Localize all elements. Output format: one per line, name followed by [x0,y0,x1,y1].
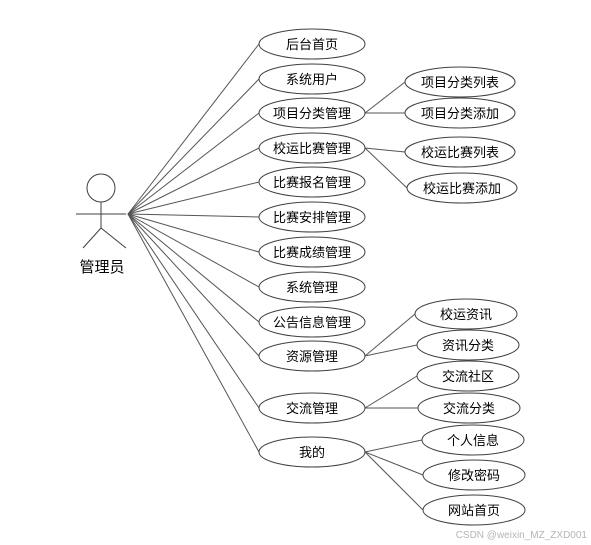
sub-use-case: 校运比赛添加 [406,172,518,204]
actor-to-use-case-line [127,213,260,453]
actor-to-use-case-line [127,213,260,357]
use-case-ellipse [258,340,366,372]
sub-use-case: 资讯分类 [416,329,520,361]
sub-use-case-ellipse [422,459,526,491]
actor-left-leg [82,227,102,249]
sub-use-case: 校运资讯 [414,298,518,330]
sub-use-case: 修改密码 [422,459,526,491]
sub-use-case-label: 资讯分类 [442,339,494,354]
sub-use-case-label: 校运资讯 [440,307,492,323]
use-case-ellipse [258,28,366,60]
sub-use-case-ellipse [414,298,518,330]
use-case-label: 系统管理 [286,281,338,296]
use-case: 校运比赛管理 [258,132,366,164]
sub-use-case-ellipse [422,494,526,526]
use-case: 系统管理 [258,271,366,303]
use-case-ellipse [258,97,366,129]
sub-use-case: 项目分类添加 [404,97,516,129]
sub-use-case: 网站首页 [422,494,526,526]
use-case-to-subcase-line [364,451,424,511]
sub-use-case: 交流分类 [417,392,521,424]
use-case-label: 系统用户 [286,72,338,88]
use-case: 交流管理 [258,392,366,424]
actor-to-use-case-line [127,147,260,215]
use-case: 项目分类管理 [258,97,366,129]
sub-use-case-label: 个人信息 [447,433,499,449]
use-case-ellipse [258,236,366,268]
sub-use-case-label: 网站首页 [448,504,500,519]
use-case-ellipse [258,392,366,424]
actor-to-use-case-line [127,78,260,215]
use-case: 公告信息管理 [258,306,366,338]
actor-head [86,173,116,203]
use-case: 系统用户 [258,63,366,95]
sub-use-case-label: 项目分类列表 [421,76,499,91]
actor: 管理员 [76,173,127,276]
use-case-label: 校运比赛管理 [273,141,351,157]
watermark: CSDN @weixin_MZ_ZXD001 [456,530,588,541]
use-case-label: 比赛报名管理 [273,175,351,191]
association-lines [127,43,424,511]
use-case-label: 我的 [299,445,325,461]
use-case-label: 公告信息管理 [273,315,351,331]
use-case-to-subcase-line [364,81,406,114]
sub-use-case: 项目分类列表 [404,66,516,98]
use-case-nodes: 后台首页系统用户项目分类列表项目分类添加项目分类管理校运比赛列表校运比赛添加校运… [258,28,526,526]
sub-use-case: 个人信息 [421,424,525,456]
sub-use-case-label: 校运比赛添加 [423,181,501,197]
sub-use-case-ellipse [421,424,525,456]
use-case-ellipse [258,201,366,233]
actor-to-use-case-line [127,112,260,215]
use-case-ellipse [258,63,366,95]
sub-use-case-label: 校运比赛列表 [421,145,499,161]
use-case-to-subcase-line [364,451,424,476]
use-case: 资源管理 [258,340,366,372]
use-case-to-subcase-line [364,313,416,357]
use-case-to-subcase-line [364,375,418,409]
actor-to-use-case-line [127,213,260,323]
use-case-label: 比赛成绩管理 [273,245,351,261]
sub-use-case-ellipse [417,392,521,424]
use-case-ellipse [258,271,366,303]
use-case-label: 交流管理 [286,401,338,417]
use-case-label: 后台首页 [286,38,338,53]
use-case-ellipse [258,306,366,338]
sub-use-case-label: 交流社区 [442,369,494,385]
sub-use-case-label: 交流分类 [443,401,495,417]
actor-to-use-case-line [127,213,260,288]
sub-use-case-label: 修改密码 [448,468,500,484]
use-case: 后台首页 [258,28,366,60]
use-case: 我的 [258,436,366,468]
use-case-label: 项目分类管理 [273,107,351,122]
use-case-to-subcase-line [364,147,408,189]
use-case-to-subcase-line [364,344,418,357]
sub-use-case-ellipse [416,329,520,361]
use-case: 比赛成绩管理 [258,236,366,268]
use-case-ellipse [258,436,366,468]
sub-use-case-label: 项目分类添加 [421,107,499,122]
sub-use-case-ellipse [404,66,516,98]
actor-right-leg [100,227,127,249]
sub-use-case-ellipse [404,136,516,168]
sub-use-case-ellipse [406,172,518,204]
use-case-label: 比赛安排管理 [273,210,351,226]
use-case-ellipse [258,132,366,164]
actor-to-use-case-line [127,181,260,215]
use-case-to-subcase-line [364,147,406,153]
sub-use-case: 校运比赛列表 [404,136,516,168]
use-case-label: 资源管理 [286,350,338,365]
sub-use-case-ellipse [416,360,520,392]
use-case: 比赛报名管理 [258,166,366,198]
actor-label: 管理员 [79,258,124,276]
actor-to-use-case-line [127,43,260,215]
actor-to-use-case-line [127,213,260,409]
use-case-ellipse [258,166,366,198]
use-case: 比赛安排管理 [258,201,366,233]
actor-to-use-case-line [127,213,260,218]
sub-use-case: 交流社区 [416,360,520,392]
actor-to-use-case-line [127,213,260,253]
sub-use-case-ellipse [404,97,516,129]
use-case-to-subcase-line [364,439,423,453]
